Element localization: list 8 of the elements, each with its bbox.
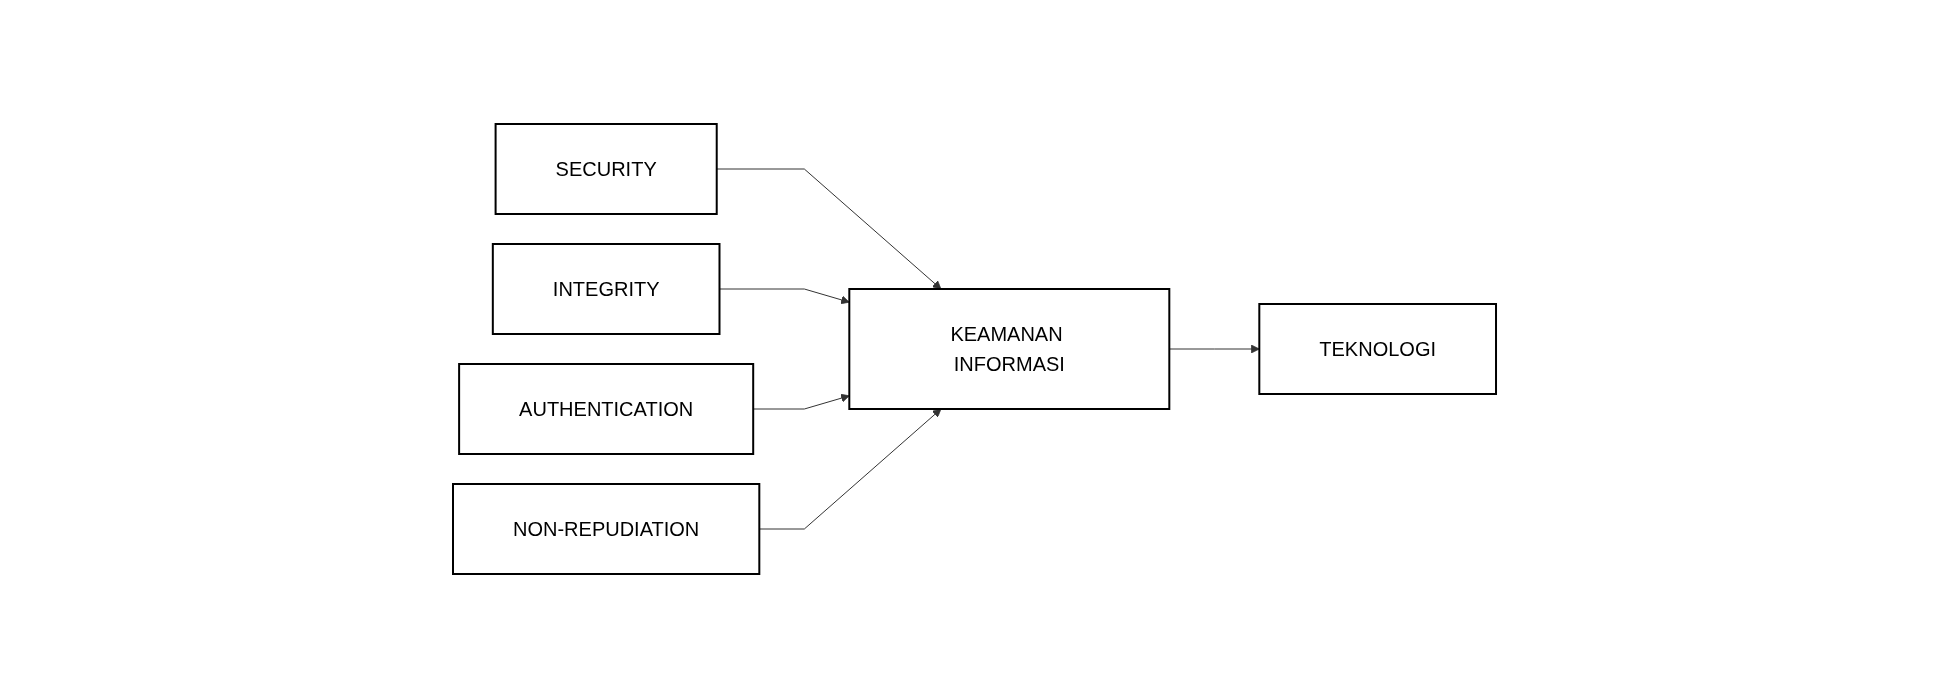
node-box: NON-REPUDIATION: [452, 483, 761, 575]
arrow: [719, 288, 850, 305]
node-box: TEKNOLOGI: [1258, 303, 1497, 395]
node-box: INTEGRITY: [491, 243, 721, 335]
arrow: [716, 168, 942, 290]
node-box: SECURITY: [494, 123, 718, 215]
node-box: AUTHENTICATION: [458, 363, 755, 455]
node-box: KEAMANAN INFORMASI: [848, 288, 1171, 410]
